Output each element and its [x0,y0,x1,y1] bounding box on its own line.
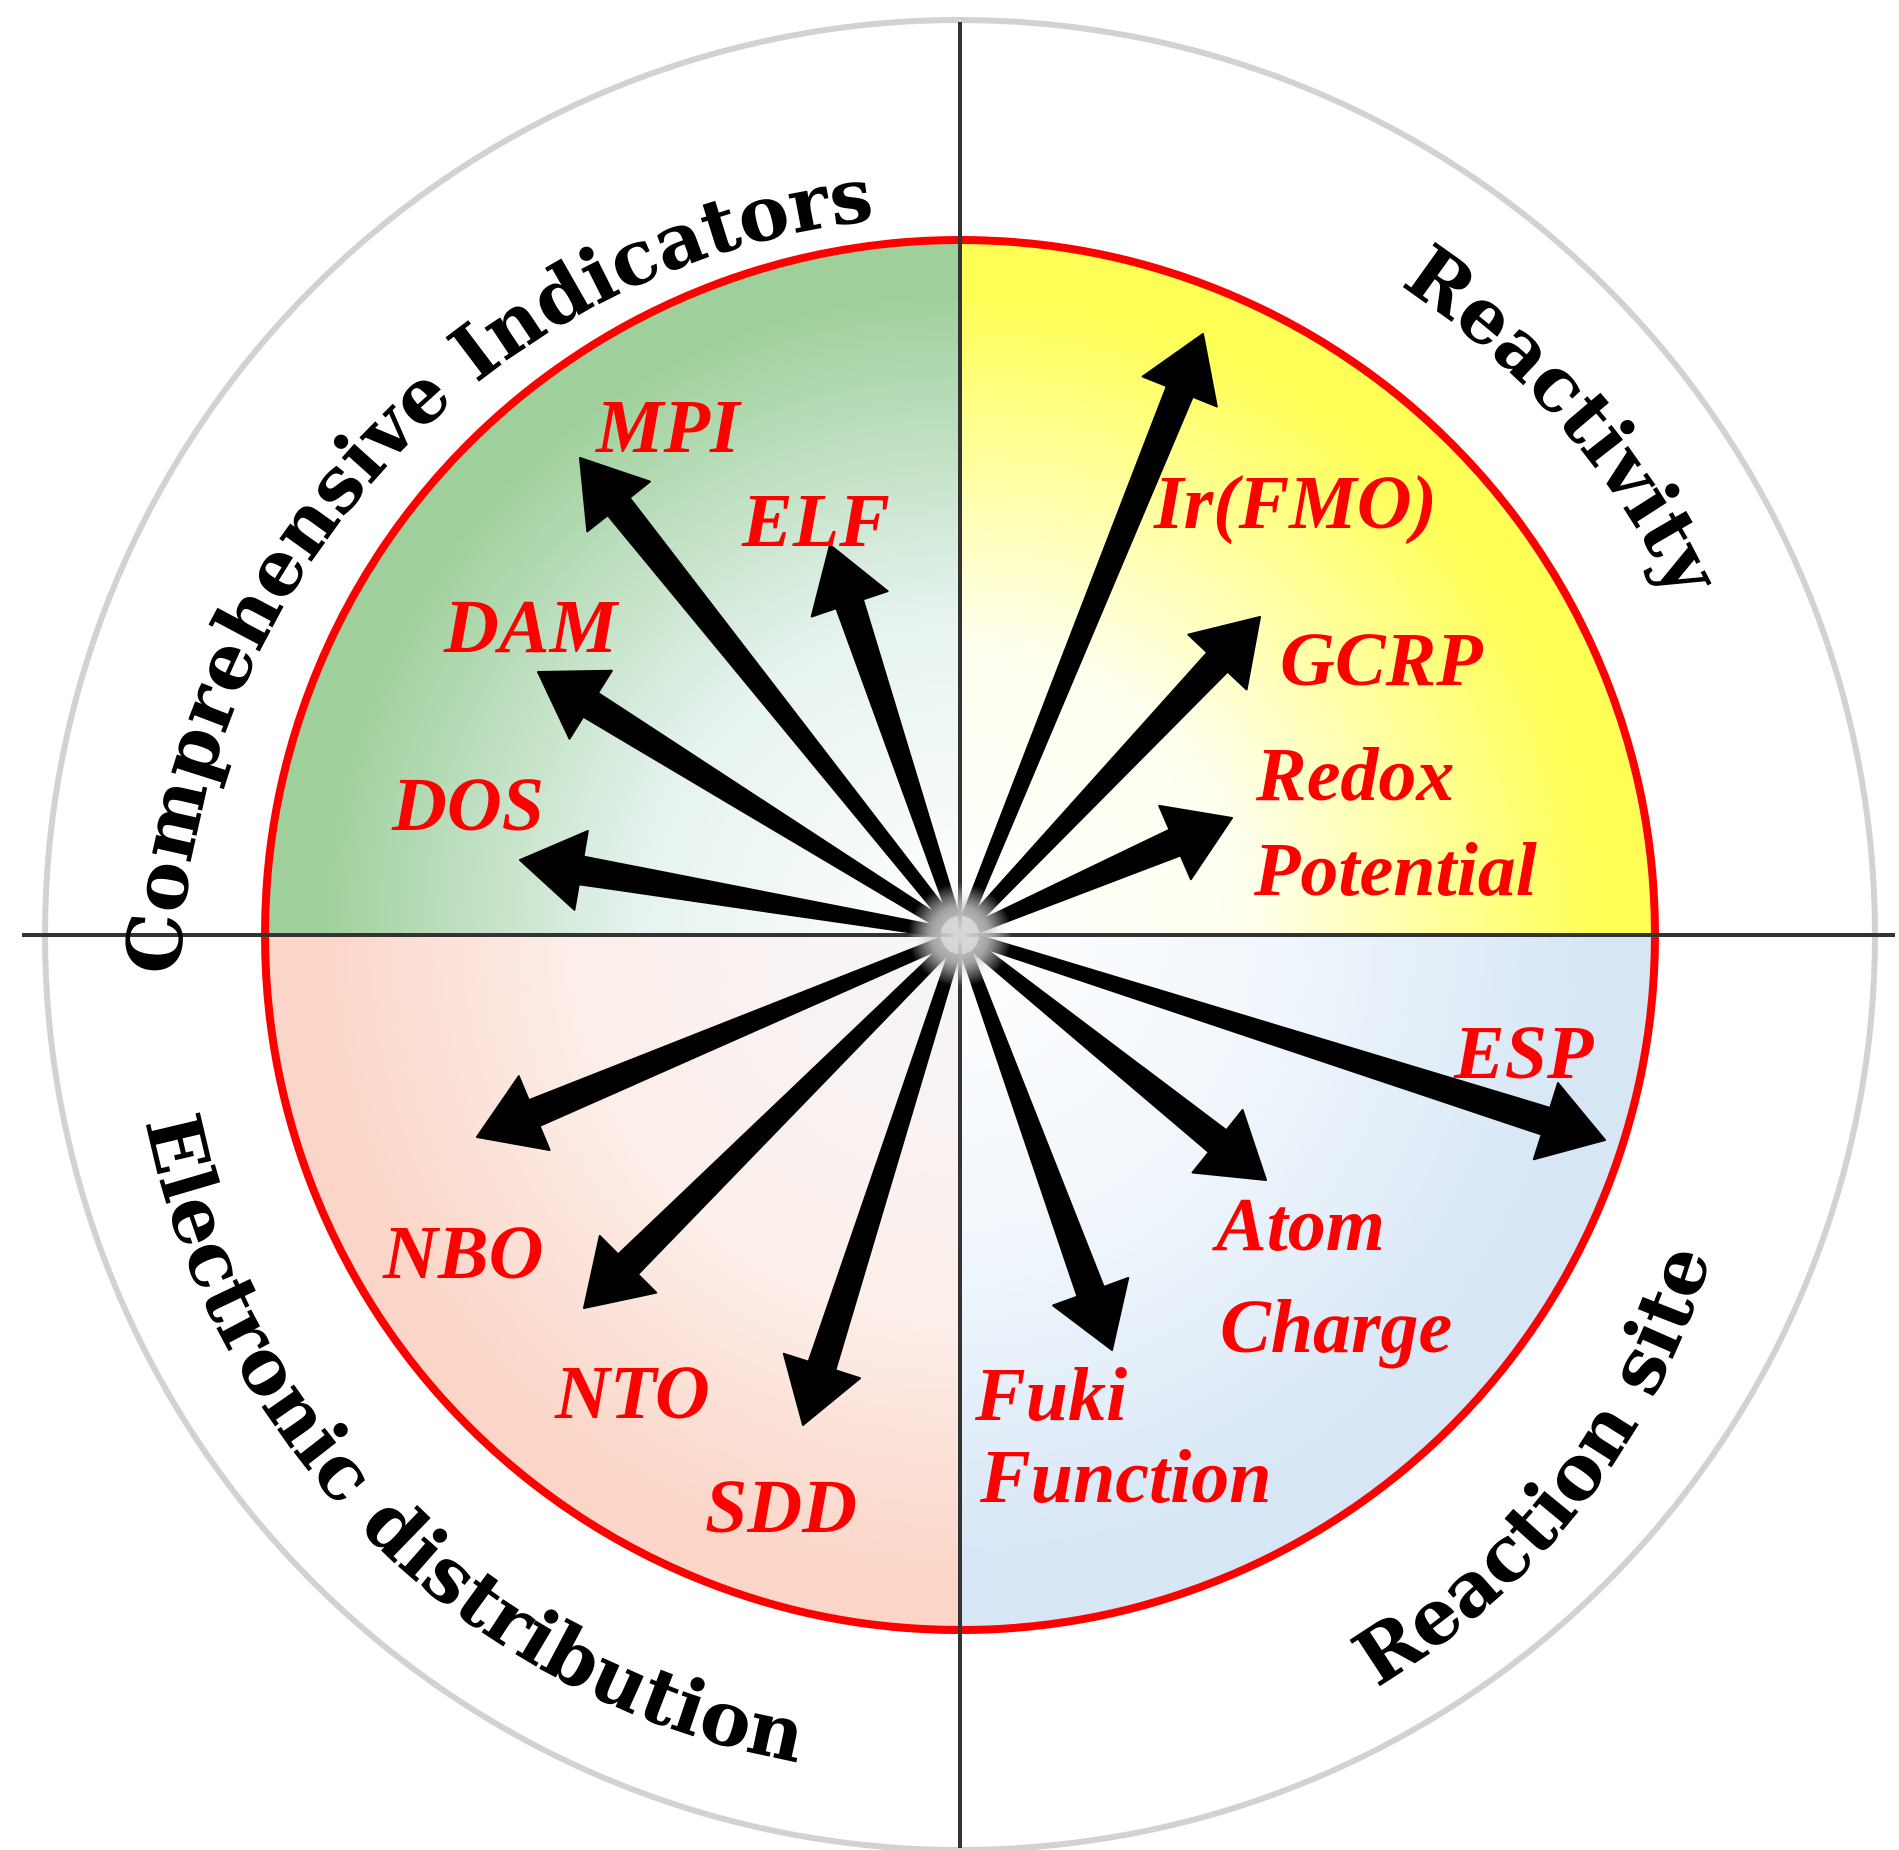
arrow-atom-charge [971,942,1267,1181]
label-ir-fmo: Ir(FMO) [1153,461,1437,545]
label-nbo: NBO [382,1211,543,1295]
arrow-dos [519,830,943,938]
quadrant-comprehensive-fill [265,240,960,935]
center-hub [908,883,1012,987]
arrow-redox-potential [975,804,1233,933]
label-fuki: Fuki [974,1353,1127,1437]
arrow-sdd [782,951,960,1426]
label-charge: Charge [1220,1285,1452,1369]
label-gcrp: GCRP [1280,618,1483,702]
arrow-dam [537,669,947,930]
label-sdd: SDD [705,1465,857,1549]
label-mpi: MPI [595,385,742,469]
label-dos: DOS [391,763,544,847]
label-esp: ESP [1453,1011,1594,1095]
arrow-mpi [579,457,953,924]
label-dam: DAM [443,585,620,669]
arrow-elf [810,544,960,919]
label-redox: Redox [1255,733,1454,817]
arrow-nto [583,944,951,1309]
method-labels: MPI ELF DAM DOS Ir(FMO) GCRP Redox Poten… [382,385,1594,1549]
arrow-ir-fmo [961,333,1218,920]
arrow-group [476,333,1606,1426]
label-potential: Potential [1253,828,1537,912]
arrow-fuki-function [961,951,1130,1351]
arrow-gcrp [969,616,1261,925]
label-nto: NTO [554,1351,710,1435]
label-function: Function [979,1435,1271,1519]
arrow-esp [976,935,1606,1161]
label-elf: ELF [741,479,890,563]
arrow-nbo [476,937,945,1151]
label-atom: Atom [1212,1183,1385,1267]
